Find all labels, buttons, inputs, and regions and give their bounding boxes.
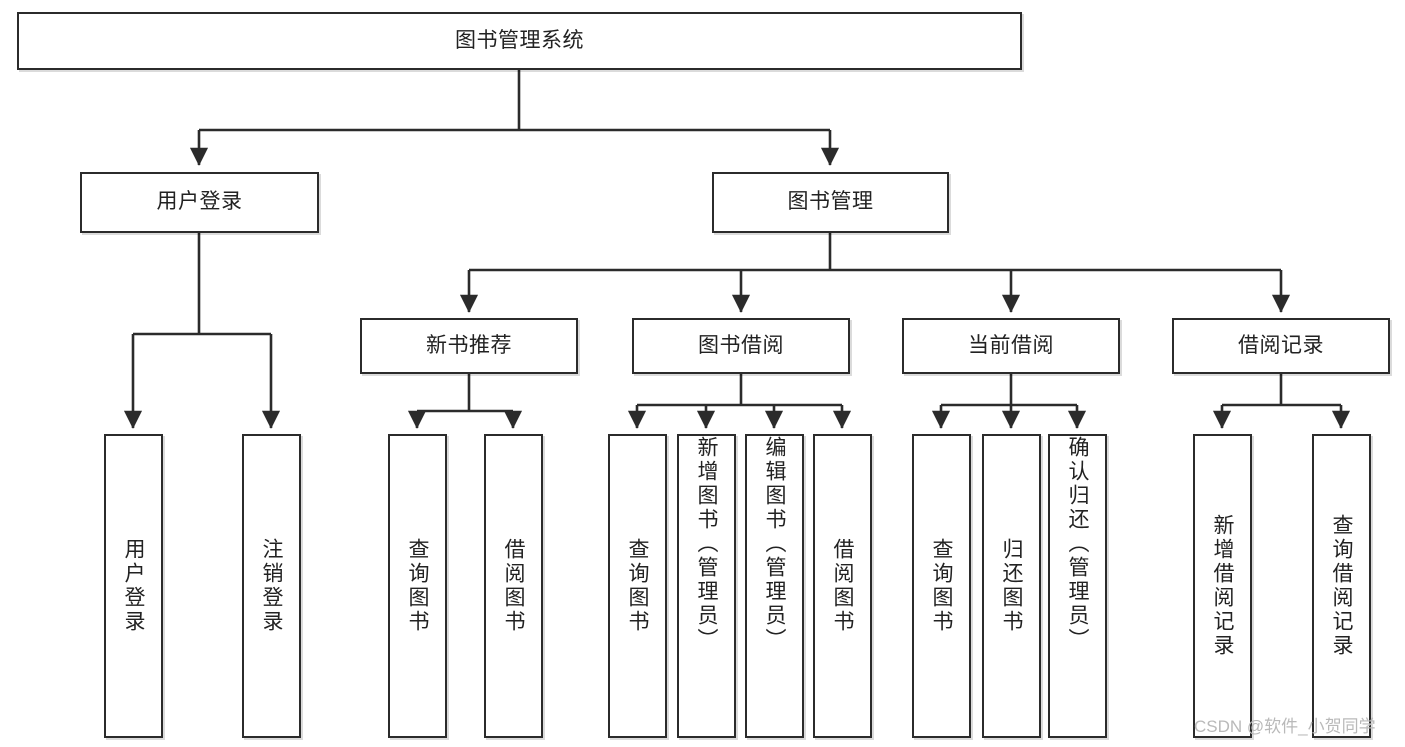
node-root-label: 图书管理系统 (455, 28, 584, 52)
node-book-management-label: 图书管理 (787, 190, 874, 214)
node-leaf-borrow-book-2[interactable]: 借阅图书 (813, 434, 872, 738)
node-leaf-query-book-1-label: 查询图书 (406, 538, 429, 634)
node-leaf-add-book[interactable]: 新增图书（管理员） (677, 434, 736, 738)
node-current-borrow-label: 当前借阅 (968, 333, 1054, 357)
node-leaf-query-book-3-label: 查询图书 (930, 538, 953, 634)
node-leaf-query-book-1[interactable]: 查询图书 (388, 434, 447, 738)
node-leaf-return-book[interactable]: 归还图书 (982, 434, 1041, 738)
node-book-management[interactable]: 图书管理 (712, 172, 949, 233)
node-leaf-borrow-book-2-label: 借阅图书 (831, 538, 854, 634)
node-leaf-query-borrow-record[interactable]: 查询借阅记录 (1312, 434, 1371, 738)
node-user-login-label: 用户登录 (156, 190, 243, 214)
node-leaf-add-borrow-record-label: 新增借阅记录 (1211, 514, 1234, 658)
node-root[interactable]: 图书管理系统 (17, 12, 1022, 70)
node-leaf-query-book-3[interactable]: 查询图书 (912, 434, 971, 738)
node-borrow-record-label: 借阅记录 (1238, 333, 1324, 357)
watermark-text: CSDN @软件_小贺同学 (1194, 717, 1376, 736)
node-user-login[interactable]: 用户登录 (80, 172, 319, 233)
node-leaf-query-book-2[interactable]: 查询图书 (608, 434, 667, 738)
node-leaf-confirm-return[interactable]: 确认归还（管理员） (1048, 434, 1107, 738)
node-leaf-edit-book-label: 编辑图书（管理员） (763, 436, 786, 652)
node-new-book-recommend[interactable]: 新书推荐 (360, 318, 578, 374)
node-book-borrow[interactable]: 图书借阅 (632, 318, 850, 374)
node-leaf-user-login[interactable]: 用户登录 (104, 434, 163, 738)
node-borrow-record[interactable]: 借阅记录 (1172, 318, 1390, 374)
node-leaf-borrow-book-1[interactable]: 借阅图书 (484, 434, 543, 738)
node-leaf-user-logout[interactable]: 注销登录 (242, 434, 301, 738)
node-leaf-user-logout-label: 注销登录 (260, 538, 283, 634)
node-leaf-confirm-return-label: 确认归还（管理员） (1066, 436, 1089, 652)
node-leaf-add-borrow-record[interactable]: 新增借阅记录 (1193, 434, 1252, 738)
node-current-borrow[interactable]: 当前借阅 (902, 318, 1120, 374)
node-book-borrow-label: 图书借阅 (698, 333, 784, 357)
node-leaf-borrow-book-1-label: 借阅图书 (502, 538, 525, 634)
node-leaf-edit-book[interactable]: 编辑图书（管理员） (745, 434, 804, 738)
node-leaf-query-borrow-record-label: 查询借阅记录 (1330, 514, 1353, 658)
node-leaf-user-login-label: 用户登录 (122, 538, 145, 634)
node-leaf-add-book-label: 新增图书（管理员） (695, 436, 718, 652)
node-leaf-query-book-2-label: 查询图书 (626, 538, 649, 634)
node-new-book-recommend-label: 新书推荐 (426, 333, 512, 357)
node-leaf-return-book-label: 归还图书 (1000, 538, 1023, 634)
